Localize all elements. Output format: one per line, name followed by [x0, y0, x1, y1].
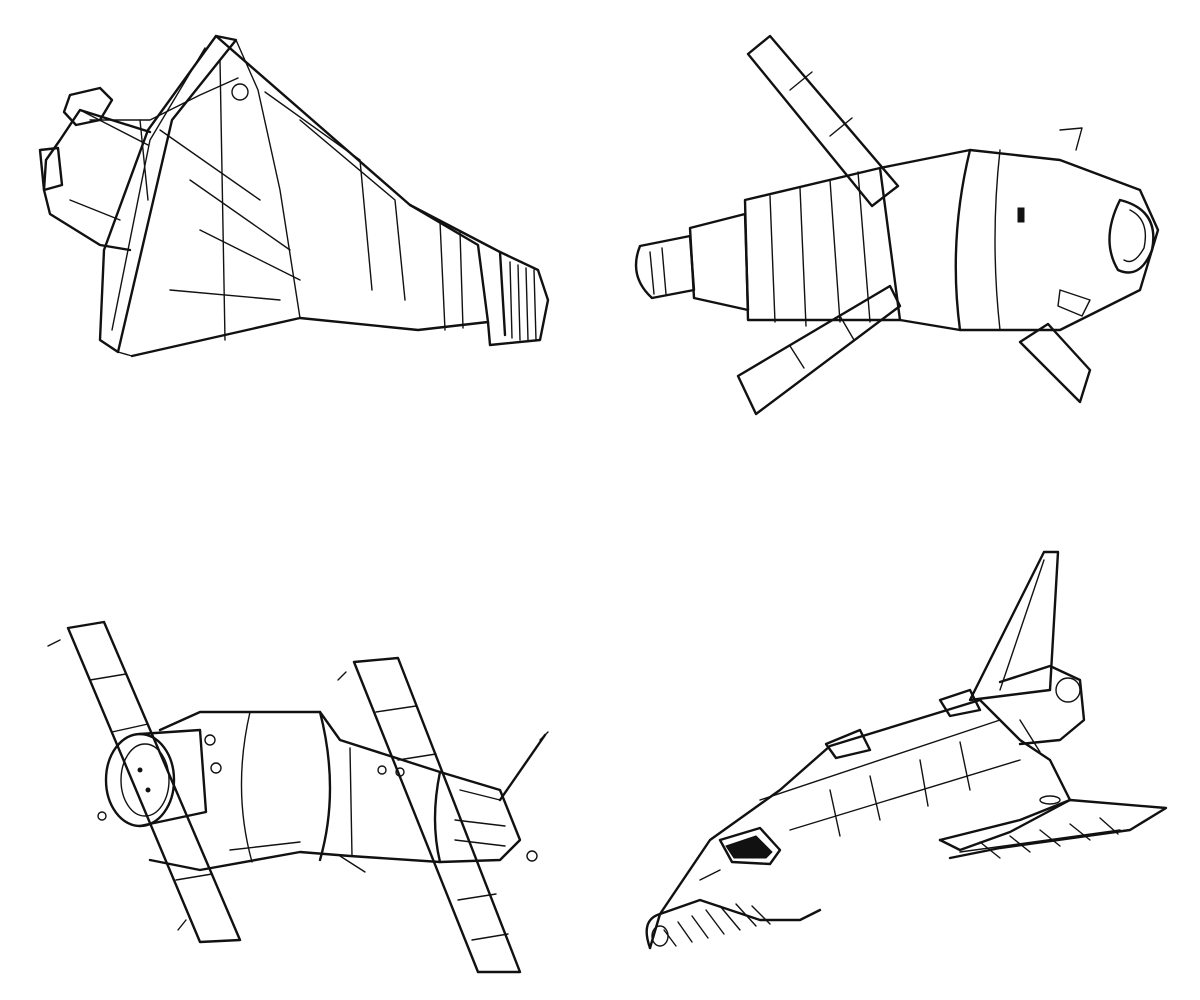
- station-docking-end: [97, 728, 208, 828]
- conical-capsule-drawing: [38, 34, 550, 358]
- csm-solar-panel-upper: [746, 34, 900, 208]
- shuttle-fuselage: [648, 698, 1072, 950]
- station-solar-array-left: [47, 620, 242, 944]
- space-shuttle-drawing: [645, 550, 1168, 950]
- capsule-nose-housing: [38, 77, 249, 252]
- capsule-nozzle-section: [408, 203, 550, 347]
- csm-solar-panel-right: [1018, 322, 1092, 404]
- station-solar-array-right: [337, 656, 522, 974]
- shuttle-tail-fin: [968, 550, 1060, 702]
- capsule-cone-body: [130, 34, 490, 358]
- capsule-heat-shield: [98, 34, 238, 357]
- csm-docking-adapter: [634, 212, 750, 312]
- station-main-cylinder: [148, 710, 538, 873]
- csm-service-module: [743, 166, 902, 327]
- command-service-module-drawing: [634, 34, 1160, 416]
- shuttle-engine-pods: [938, 664, 1086, 753]
- shuttle-cockpit: [645, 826, 822, 950]
- csm-solar-panel-lower: [736, 284, 902, 416]
- space-station-drawing: [47, 620, 549, 974]
- shuttle-wing: [824, 728, 1168, 860]
- station-antenna: [498, 731, 549, 802]
- csm-command-module: [878, 127, 1160, 332]
